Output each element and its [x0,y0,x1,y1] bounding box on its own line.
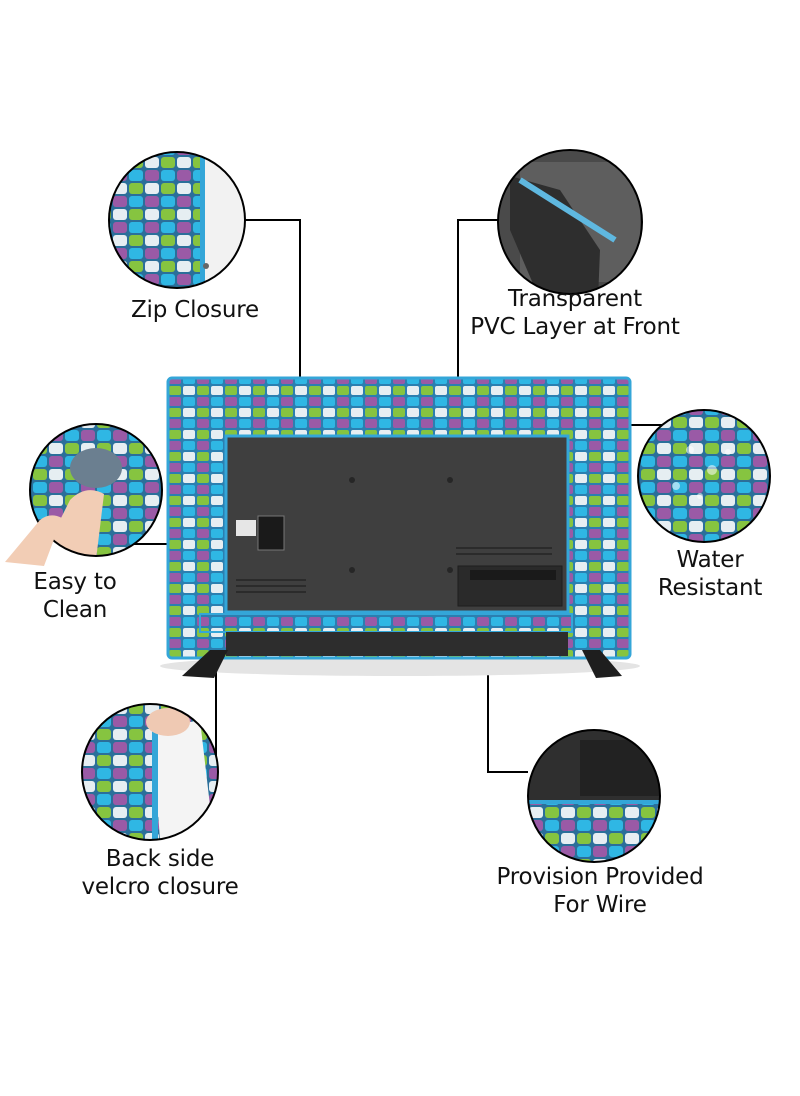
label-zip-closure: Zip Closure [100,296,290,324]
label-easy-to-clean-line2: Clean [42,597,108,623]
label-easy-to-clean-line1: Easy to [33,569,117,595]
label-wire-provision: Provision Provided For Wire [460,863,740,919]
label-velcro-closure: Back side velcro closure [55,845,265,901]
label-transparent-pvc: Transparent PVC Layer at Front [440,285,710,341]
detail-clean-circle [5,423,163,566]
label-transparent-pvc-line1: Transparent [508,286,642,312]
tv-ports [470,570,556,580]
tv-sticker-1 [236,520,256,536]
label-water-resistant-line1: Water [676,547,744,573]
tv-screws [349,477,453,573]
tv-bezel-bottom [226,632,568,656]
label-water-resistant: Water Resistant [630,546,790,602]
tv-sticker-2 [257,515,285,551]
label-velcro-closure-line1: Back side [105,846,215,872]
detail-wire-circle [527,729,661,863]
detail-pvc-circle [497,149,643,295]
tv-shadow [160,656,640,676]
tv-vents [236,547,552,593]
label-velcro-closure-line2: velcro closure [81,874,239,900]
tv-with-cover [166,376,632,678]
label-wire-provision-line1: Provision Provided [496,864,704,890]
detail-zip-circle [108,151,246,289]
label-wire-provision-line2: For Wire [553,892,647,918]
leader-line-pvc [457,219,515,378]
cover-bottom-strip [199,613,573,633]
detail-water-circle [637,409,771,543]
leader-line-zip [222,219,301,380]
label-zip-closure-line1: Zip Closure [130,297,260,323]
tv-leg-left [182,650,228,678]
label-water-resistant-line2: Resistant [657,575,763,601]
label-transparent-pvc-line2: PVC Layer at Front [470,314,680,340]
detail-velcro-circle [81,703,219,841]
label-easy-to-clean: Easy to Clean [20,568,130,624]
tv-leg-right [582,650,622,678]
